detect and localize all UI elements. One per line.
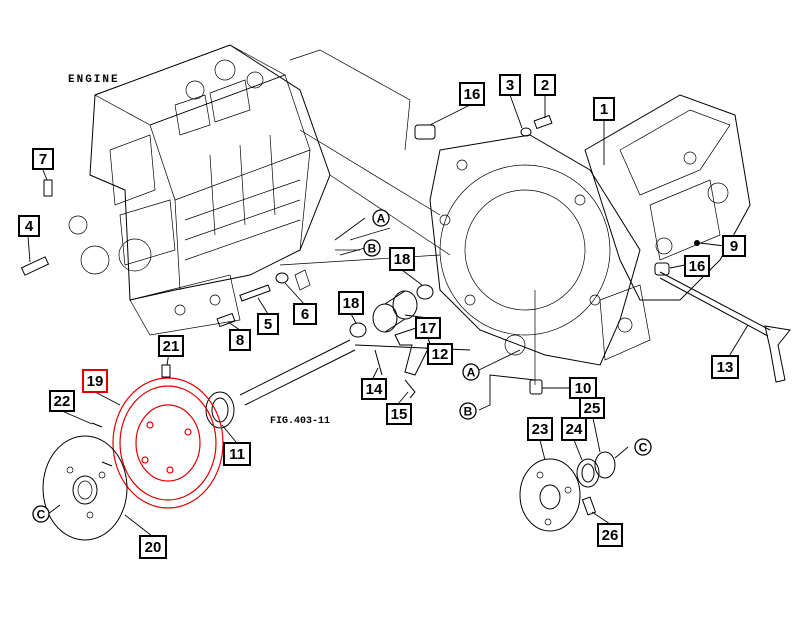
svg-text:B: B [368,242,377,256]
clutch-cover-highlighted [112,377,224,509]
callout-13: 13 [711,355,739,379]
svg-text:3: 3 [506,77,514,94]
svg-text:7: 7 [39,151,47,168]
engine-block [68,44,331,336]
transmission-housing [429,94,751,385]
svg-text:26: 26 [602,527,619,544]
alignment-lines [279,49,451,266]
marker-b-top: B [363,239,381,257]
marker-a-bottom: A [462,363,480,381]
svg-text:B: B [464,405,473,419]
svg-text:11: 11 [229,446,245,463]
svg-text:14: 14 [366,381,383,398]
callout-23: 23 [527,417,553,441]
svg-text:1: 1 [600,101,608,118]
callout-3: 3 [499,74,521,96]
callout-7: 7 [32,148,54,170]
callout-19-highlighted: 19 [82,369,108,393]
callouts: 1 2 3 4 5 6 7 8 9 10 11 12 13 14 15 [18,74,746,559]
callout-15: 15 [386,403,412,425]
engine-label: ENGINE [68,74,120,86]
callout-8: 8 [229,329,251,351]
svg-text:A: A [467,366,476,380]
svg-text:13: 13 [717,359,734,376]
svg-text:A: A [377,212,386,226]
svg-text:9: 9 [730,238,738,255]
svg-text:C: C [639,441,648,455]
callout-1: 1 [593,97,615,121]
svg-text:4: 4 [25,218,34,235]
callout-4: 4 [18,215,40,237]
callout-26: 26 [597,523,623,547]
marker-b-bottom: B [459,402,477,420]
marker-a-top: A [372,209,390,227]
callout-16-right: 16 [684,255,710,277]
small-parts [20,114,700,532]
callout-18-lower: 18 [338,291,364,315]
svg-text:16: 16 [689,258,706,275]
svg-text:17: 17 [420,320,437,337]
callout-10: 10 [569,377,597,399]
callout-24: 24 [561,417,587,441]
figure-reference: FIG.403-11 [270,416,330,427]
marker-c-left: C [32,505,50,523]
callout-9: 9 [722,235,746,257]
clutch-disc [42,435,128,541]
leader-lines [27,94,749,537]
svg-text:24: 24 [566,421,583,438]
callout-14: 14 [361,378,387,400]
shift-rod [659,271,791,383]
svg-text:12: 12 [432,346,449,363]
svg-text:10: 10 [575,380,592,397]
svg-text:6: 6 [301,306,309,323]
svg-text:15: 15 [391,406,408,423]
svg-text:C: C [37,508,46,522]
callout-22: 22 [49,390,75,412]
svg-text:23: 23 [532,421,549,438]
svg-text:5: 5 [264,316,272,333]
connection-markers: A B A B C C [32,209,652,523]
callout-21: 21 [158,335,184,357]
svg-text:20: 20 [145,539,162,556]
svg-text:19: 19 [87,373,104,390]
callout-25: 25 [579,397,605,419]
callout-6: 6 [293,303,317,325]
callout-17: 17 [415,317,441,339]
callout-20: 20 [139,535,167,559]
svg-text:25: 25 [584,400,601,417]
callout-11: 11 [223,442,251,466]
callout-18-top: 18 [389,247,415,271]
svg-text:16: 16 [464,86,481,103]
callout-2: 2 [534,74,556,96]
svg-text:22: 22 [54,393,71,410]
svg-text:2: 2 [541,77,549,94]
callout-16-top: 16 [459,82,485,106]
marker-c-right: C [634,438,652,456]
svg-text:18: 18 [343,295,360,312]
callout-12: 12 [427,343,453,365]
input-shaft [205,339,471,429]
svg-text:8: 8 [236,332,244,349]
callout-5: 5 [257,313,279,335]
svg-text:21: 21 [163,338,180,355]
svg-text:18: 18 [394,251,411,268]
